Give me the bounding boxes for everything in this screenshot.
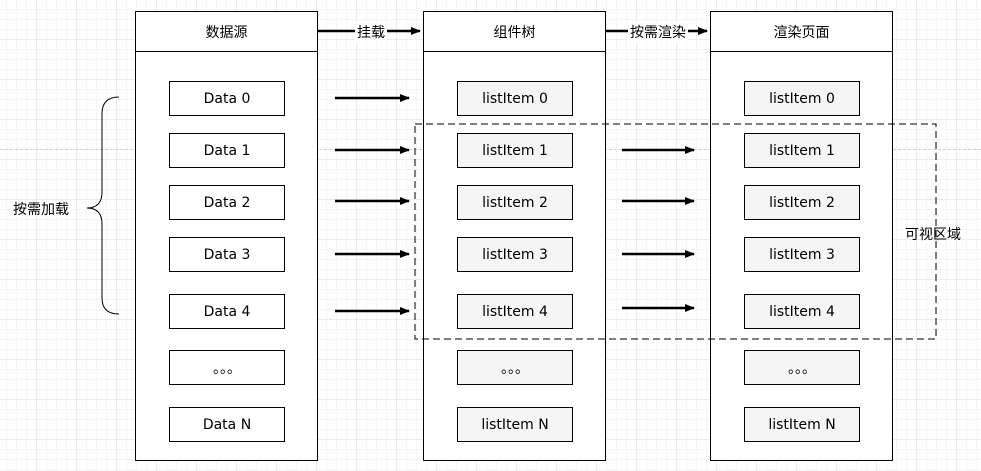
list-item-cell: listItem 0 (457, 81, 573, 116)
ellipsis-cell: 。。。 (457, 350, 573, 385)
column-title: 渲染页面 (711, 12, 892, 52)
data-cell: Data 1 (169, 133, 285, 168)
list-item-cell: listItem 3 (744, 237, 860, 272)
list-item-cell: listItem 2 (457, 185, 573, 220)
column-title: 组件树 (424, 12, 605, 52)
list-item-cell: listItem N (744, 407, 860, 442)
data-cell: Data 3 (169, 237, 285, 272)
mount-label: 挂载 (355, 22, 387, 42)
list-item-cell: listItem 1 (744, 133, 860, 168)
load-on-demand-brace (86, 96, 120, 315)
column-rendered-page: 渲染页面 listItem 0 listItem 1 listItem 2 li… (710, 11, 893, 461)
ellipsis-cell: 。。。 (169, 350, 285, 385)
ellipsis-cell: 。。。 (744, 350, 860, 385)
list-item-cell: listItem 4 (457, 294, 573, 329)
list-item-cell: listItem 1 (457, 133, 573, 168)
list-item-cell: listItem 4 (744, 294, 860, 329)
visible-area-box (414, 123, 937, 340)
list-item-cell: listItem N (457, 407, 573, 442)
list-item-cell: listItem 0 (744, 81, 860, 116)
render-on-demand-label: 按需渲染 (628, 22, 688, 42)
column-title: 数据源 (136, 12, 317, 52)
column-component-tree: 组件树 listItem 0 listItem 1 listItem 2 lis… (423, 11, 606, 461)
list-item-cell: listItem 2 (744, 185, 860, 220)
data-cell: Data N (169, 407, 285, 442)
data-cell: Data 2 (169, 185, 285, 220)
column-data-source: 数据源 Data 0 Data 1 Data 2 Data 3 Data 4 。… (135, 11, 318, 461)
data-cell: Data 4 (169, 294, 285, 329)
load-on-demand-label: 按需加载 (13, 202, 69, 218)
list-item-cell: listItem 3 (457, 237, 573, 272)
data-cell: Data 0 (169, 81, 285, 116)
visible-area-label: 可视区域 (905, 227, 961, 243)
